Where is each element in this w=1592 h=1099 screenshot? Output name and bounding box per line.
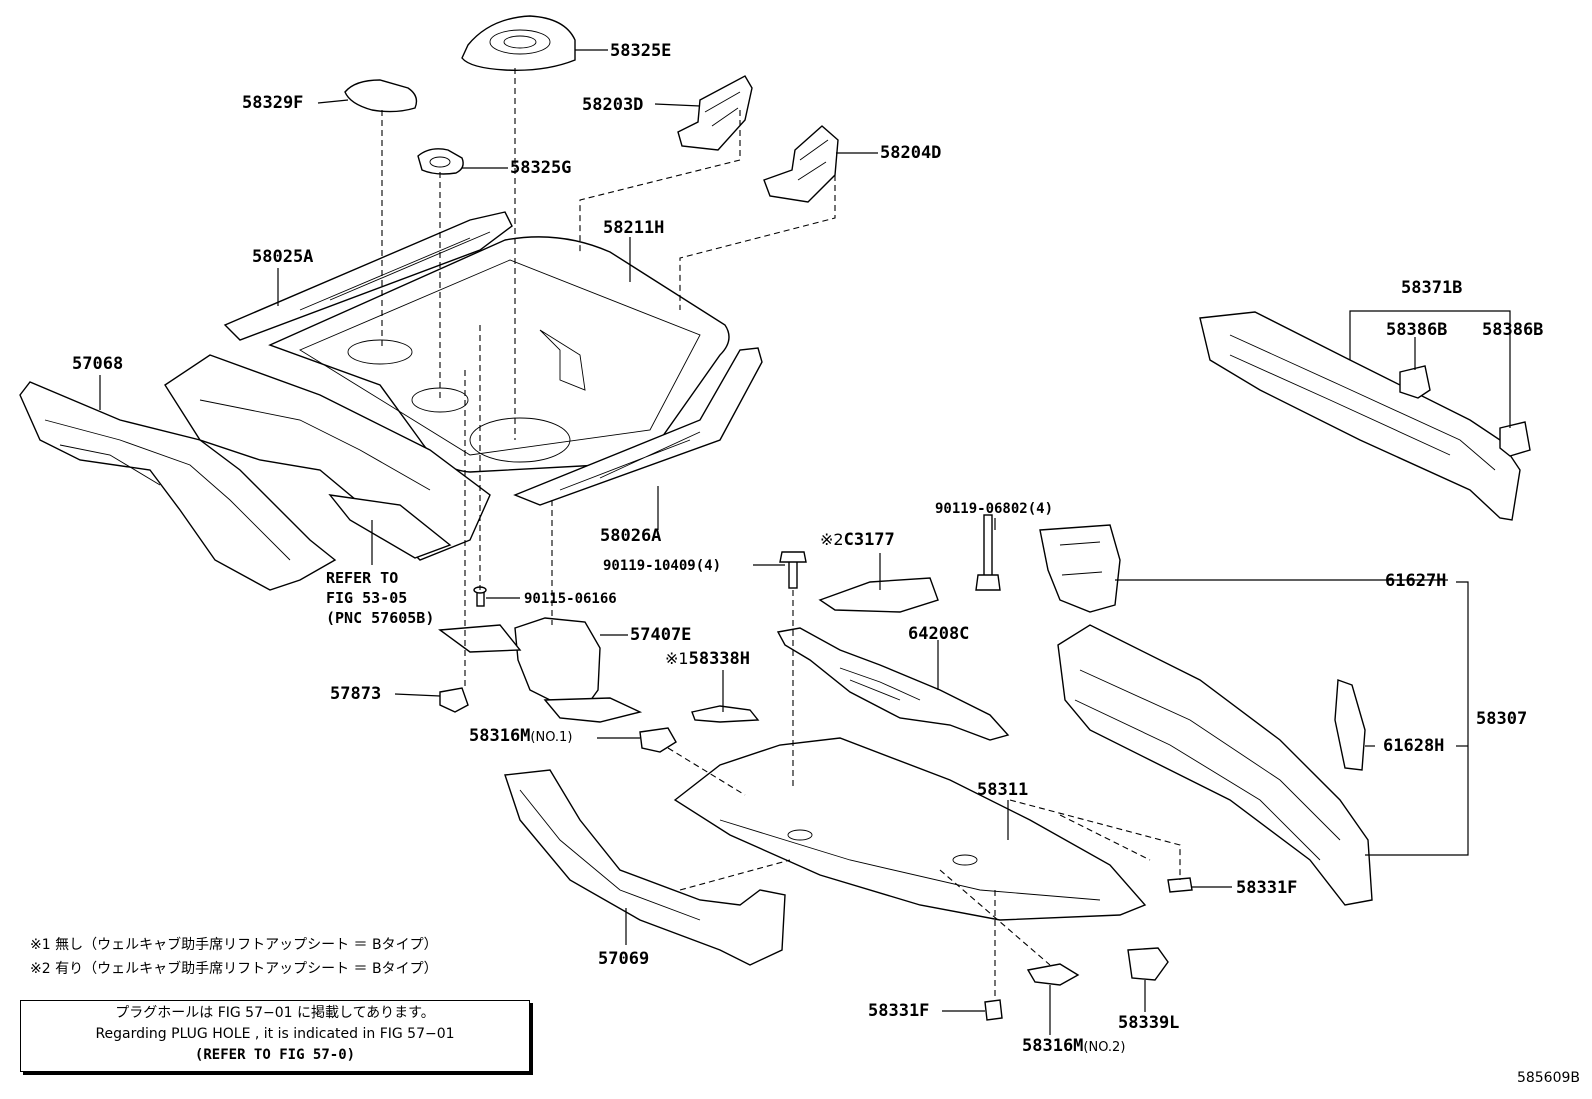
label-58325E: 58325E [610,41,672,61]
label-58025A: 58025A [252,247,314,267]
label-58371B: 58371B [1401,278,1463,298]
label-58386B-1: 58386B [1386,320,1448,340]
part-center-tunnel-drawing [164,354,491,561]
label-58311: 58311 [977,780,1029,800]
label-58329F: 58329F [242,93,304,113]
part-58338H-drawing [691,705,760,723]
part-58203D-drawing [677,75,753,151]
part-58339L-drawing [1127,947,1169,981]
part-58386B-2-drawing [1499,421,1531,457]
part-58311-drawing [673,737,1147,921]
part-C3177-drawing [818,577,939,613]
footnote-2: ※2 有り（ウェルキャブ助手席リフトアップシート ＝ Bタイプ） [30,961,438,977]
label-58026A: 58026A [600,526,662,546]
part-58307-drawing [1057,624,1373,906]
note-box-line-3: (REFER TO FIG 57-0) [194,1047,356,1063]
bolt-90119-10409-drawing [779,551,807,589]
label-90115-06166: 90115-06166 [524,591,617,607]
diagram-code: 585609B [1516,1070,1580,1086]
label-58203D: 58203D [582,95,644,115]
part-58325E-drawing [461,15,576,71]
label-57069: 57069 [598,949,650,969]
part-58316M-1-drawing [639,727,677,753]
label-58316M-1: 58316M(NO.1) [469,727,572,747]
refer-line-2: FIG 53-05 [326,589,408,607]
part-57407E-drawing [438,617,643,723]
refer-line-3: (PNC 57605B) [326,609,435,627]
label-57873: 57873 [330,684,382,704]
label-90119-06802: 90119-06802(4) [935,501,1054,517]
leader-lines [99,49,1511,1035]
part-58331F-1-drawing [1167,877,1193,893]
part-58329F-drawing [344,79,418,113]
part-64208C-drawing [776,627,1010,741]
note-box-line-1: プラグホールは FIG 57−01 に掲載してあります。 [115,1005,435,1021]
label-58338H: ※158338H [665,649,751,669]
label-61627H: 61627H [1385,571,1447,591]
label-C3177: ※2C3177 [820,530,895,550]
label-58204D: 58204D [880,143,942,163]
label-58331F-1: 58331F [1236,878,1298,898]
part-57873-drawing [439,687,469,713]
plug-hole-note-box: プラグホールは FIG 57−01 に掲載してあります。 Regarding P… [20,1000,530,1072]
mark-1: ※1 [665,649,689,668]
mark-2: ※2 [820,530,844,549]
part-57068-drawing [19,381,337,591]
label-58211H: 58211H [603,218,665,238]
label-57407E: 57407E [630,625,692,645]
alignment-lines [381,68,1181,1000]
footnote-1: ※1 無し（ウェルキャブ助手席リフトアップシート ＝ Bタイプ） [30,937,438,953]
label-58316M-1-code: 58316M [469,726,531,746]
part-58026A-drawing [513,347,763,506]
label-58339L: 58339L [1118,1013,1180,1033]
label-58316M-1-sub: (NO.1) [530,730,573,745]
part-61627H-drawing [1039,524,1121,613]
label-C3177-code: C3177 [843,530,895,550]
label-58316M-2: 58316M(NO.2) [1022,1037,1125,1057]
label-90119-10409: 90119-10409(4) [603,558,722,574]
label-64208C: 64208C [908,624,970,644]
part-57069-drawing [504,769,786,966]
part-58386B-1-drawing [1399,365,1431,399]
bolt-90119-06802-drawing [975,514,1001,591]
label-58338H-code: 58338H [688,649,751,669]
part-58325G-drawing [417,148,464,175]
part-58316M-2-drawing [1026,963,1080,986]
note-box-line-2: Regarding PLUG HOLE , it is indicated in… [95,1026,455,1042]
part-58371B-drawing [1199,311,1521,521]
label-58386B-2: 58386B [1482,320,1544,340]
label-58307: 58307 [1476,709,1528,729]
label-61628H: 61628H [1383,736,1445,756]
part-61628H-drawing [1334,679,1366,771]
label-58316M-2-sub: (NO.2) [1083,1040,1126,1055]
label-58331F-2: 58331F [868,1001,930,1021]
label-58325G: 58325G [510,158,572,178]
refer-line-1: REFER TO [326,569,399,587]
part-58204D-drawing [763,125,839,203]
label-58316M-2-code: 58316M [1022,1036,1084,1056]
label-57068: 57068 [72,354,124,374]
part-58331F-2-drawing [984,999,1003,1021]
